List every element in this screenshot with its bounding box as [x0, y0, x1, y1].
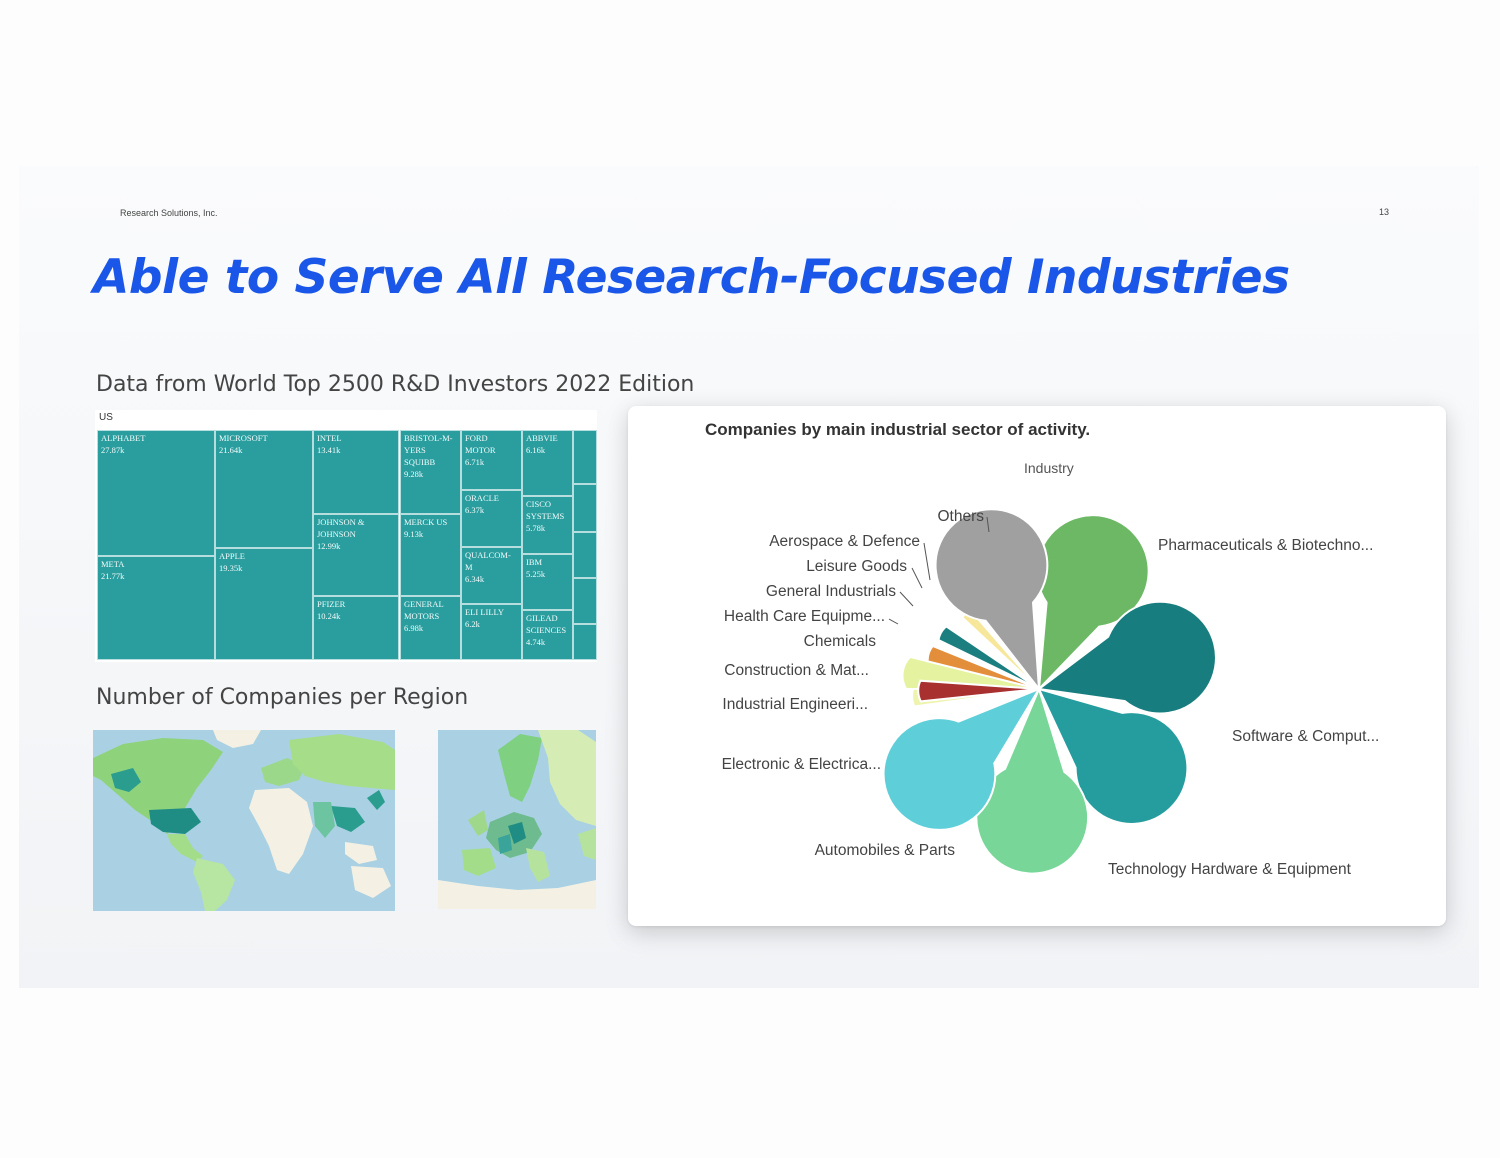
treemap-cell: META 21.77k	[97, 556, 215, 660]
treemap-cell-value: 13.41k	[317, 445, 341, 455]
leader-line	[888, 618, 899, 625]
treemap-cell-small	[573, 484, 597, 532]
treemap-cell: IBM 5.25k	[522, 554, 573, 610]
rd-data-subheading: Data from World Top 2500 R&D Investors 2…	[96, 372, 695, 397]
slice-label: Chemicals	[804, 633, 877, 650]
treemap-cell-value: 12.99k	[317, 541, 341, 551]
treemap-cell-value: 19.35k	[219, 563, 243, 573]
treemap-cell: GENERAL MOTORS 6.98k	[400, 596, 461, 660]
page-number: 13	[1379, 207, 1390, 217]
slice-label: Construction & Mat...	[724, 662, 869, 679]
company-name: Research Solutions, Inc.	[120, 208, 218, 218]
slice-label: Pharmaceuticals & Biotechno...	[1158, 537, 1373, 554]
treemap-cell-value: 9.28k	[404, 469, 424, 479]
treemap-cell-name: JOHNSON & JOHNSON	[317, 517, 365, 539]
treemap-cell-small	[573, 624, 597, 660]
treemap-cell-value: 10.24k	[317, 611, 341, 621]
treemap-cell: INTEL 13.41k	[313, 430, 399, 514]
page-title: Able to Serve All Research-Focused Indus…	[93, 250, 1290, 305]
treemap-cell: QUALCOM- M 6.34k	[461, 547, 522, 604]
treemap-cell-value: 5.78k	[526, 523, 546, 533]
pie-slice[interactable]	[934, 508, 1049, 693]
treemap-cell-value: 6.2k	[465, 619, 480, 629]
treemap-country-label: US	[99, 412, 113, 423]
treemap-cell: MERCK US 9.13k	[400, 514, 461, 596]
slice-label: Aerospace & Defence	[769, 533, 920, 550]
treemap-cell: ELI LILLY 6.2k	[461, 604, 522, 660]
pie-slice[interactable]	[1037, 687, 1189, 825]
europe-map	[438, 730, 596, 909]
treemap-cell-name: PFIZER	[317, 599, 346, 609]
treemap-cell-name: GILEAD SCIENCES	[526, 613, 567, 635]
treemap-cell-name: ALPHABET	[101, 433, 146, 443]
treemap-cell-name: CISCO SYSTEMS	[526, 499, 565, 521]
treemap-cell-value: 27.87k	[101, 445, 125, 455]
treemap-cell: GILEAD SCIENCES 4.74k	[522, 610, 573, 660]
treemap-cell-value: 6.71k	[465, 457, 485, 467]
region-subheading: Number of Companies per Region	[96, 685, 469, 710]
pie-slice[interactable]	[926, 644, 1040, 690]
slide: Research Solutions, Inc. 13 Able to Serv…	[19, 166, 1479, 988]
pie-slice[interactable]	[937, 625, 1040, 690]
slice-label: Technology Hardware & Equipment	[1108, 861, 1352, 878]
treemap-cell-name: IBM	[526, 557, 543, 567]
treemap-cell-name: MICROSOFT	[219, 433, 268, 443]
treemap-cell-small	[573, 532, 597, 578]
leader-line	[986, 516, 990, 533]
treemap-cell: APPLE 19.35k	[215, 548, 313, 660]
leader-line	[923, 542, 931, 581]
treemap-cell-name: FORD MOTOR	[465, 433, 496, 455]
treemap-cell-value: 21.64k	[219, 445, 243, 455]
slice-label: Leisure Goods	[806, 558, 907, 575]
slice-label: Industrial Engineeri...	[722, 696, 868, 713]
pie-chart: Pharmaceuticals & Biotechno... Software &…	[722, 508, 1380, 878]
chart-title: Companies by main industrial sector of a…	[705, 420, 1091, 439]
pie-slice[interactable]	[917, 679, 1040, 703]
treemap-cell-name: MERCK US	[404, 517, 448, 527]
slice-label: Automobiles & Parts	[815, 842, 956, 859]
treemap-cell-small	[573, 578, 597, 624]
slice-label: Others	[937, 508, 984, 525]
treemap-cell-name: INTEL	[317, 433, 342, 443]
treemap-cell-name: META	[101, 559, 125, 569]
treemap-cell-value: 21.77k	[101, 571, 125, 581]
treemap-cell-value: 6.34k	[465, 574, 485, 584]
treemap-cell-value: 4.74k	[526, 637, 546, 647]
leader-line	[911, 567, 923, 589]
treemap-cell-small	[573, 430, 597, 484]
slice-label: Electronic & Electrica...	[722, 756, 881, 773]
treemap-cell-value: 6.16k	[526, 445, 546, 455]
world-map	[93, 730, 395, 911]
industry-chart-card: Companies by main industrial sector of a…	[628, 406, 1446, 926]
treemap-cell-name: BRISTOL-M- YERS SQUIBB	[404, 433, 453, 467]
treemap-cell-name: ELI LILLY	[465, 607, 505, 617]
slice-label: Health Care Equipme...	[724, 608, 885, 625]
treemap-cell-value: 6.37k	[465, 505, 485, 515]
treemap-cell: BRISTOL-M- YERS SQUIBB 9.28k	[400, 430, 461, 514]
treemap-cell: ORACLE 6.37k	[461, 490, 522, 547]
treemap-cell: ABBVIE 6.16k	[522, 430, 573, 496]
treemap-cell-value: 9.13k	[404, 529, 424, 539]
treemap-cell-name: QUALCOM- M	[465, 550, 511, 572]
treemap-cell-name: ABBVIE	[526, 433, 558, 443]
treemap-cell-name: GENERAL MOTORS	[404, 599, 444, 621]
leader-line	[899, 591, 914, 607]
treemap-cell: MICROSOFT 21.64k	[215, 430, 313, 548]
treemap-cell-name: APPLE	[219, 551, 245, 561]
pie-slice[interactable]	[1036, 600, 1217, 715]
treemap-cell: ALPHABET 27.87k	[97, 430, 215, 556]
treemap-cell-value: 5.25k	[526, 569, 546, 579]
treemap-cell-name: ORACLE	[465, 493, 499, 503]
pie-slice[interactable]	[882, 686, 1042, 831]
treemap-cell: CISCO SYSTEMS 5.78k	[522, 496, 573, 554]
treemap-cell: PFIZER 10.24k	[313, 596, 399, 660]
treemap-cell-value: 6.98k	[404, 623, 424, 633]
slice-label: General Industrials	[766, 583, 896, 600]
treemap-cell: FORD MOTOR 6.71k	[461, 430, 522, 490]
legend-title: Industry	[1024, 460, 1074, 476]
treemap-cell: JOHNSON & JOHNSON 12.99k	[313, 514, 399, 596]
slice-label: Software & Comput...	[1232, 728, 1379, 745]
